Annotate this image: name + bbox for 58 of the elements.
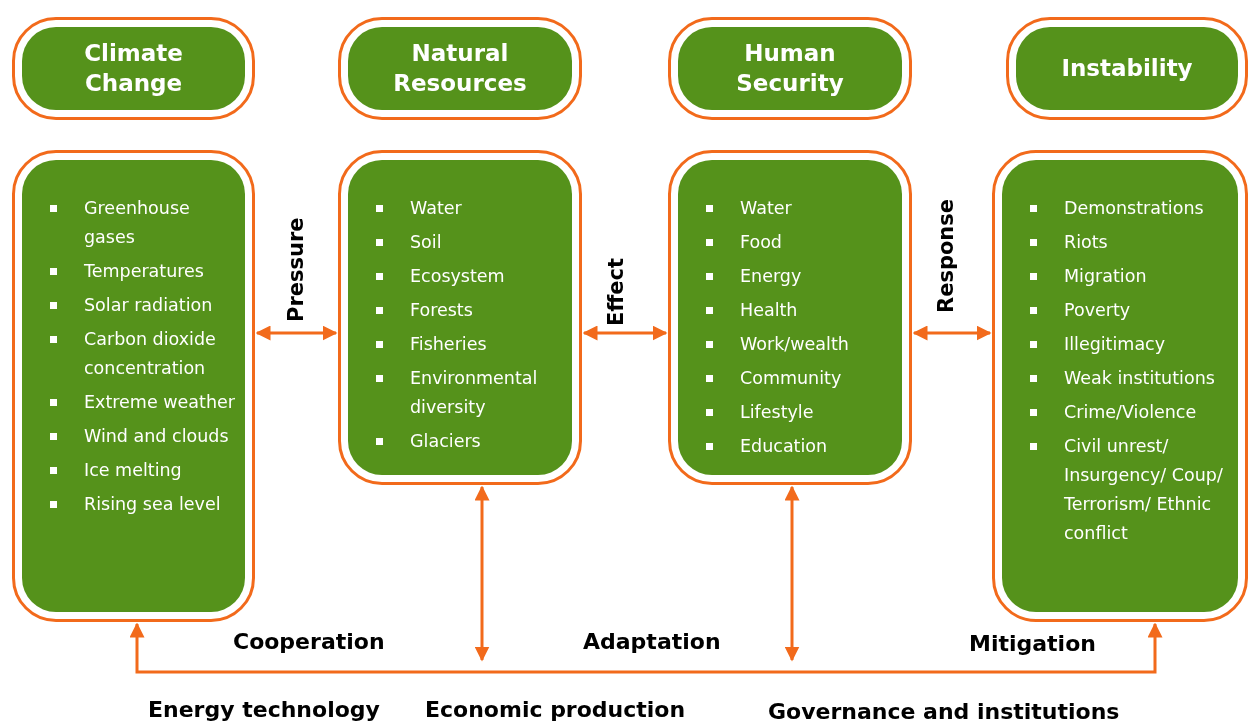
list-box	[338, 150, 582, 485]
list-item: Weak institutions	[1026, 364, 1230, 393]
category-title: Climate Change	[83, 38, 184, 98]
double-arrow	[912, 325, 992, 341]
double-arrow	[582, 325, 668, 341]
category-title: Natural Resources	[392, 38, 528, 98]
category-box	[1006, 17, 1248, 120]
list-item: Temperatures	[46, 257, 237, 286]
list-item: Rising sea level	[46, 490, 237, 519]
list-item: Ice melting	[46, 456, 237, 485]
category-title: Human Security	[735, 38, 845, 98]
list-item: Demonstrations	[1026, 194, 1230, 223]
list-item: Glaciers	[372, 427, 564, 456]
category-box	[668, 17, 912, 120]
list-item: Water	[372, 194, 564, 223]
list-item: Migration	[1026, 262, 1230, 291]
list-box	[992, 150, 1248, 622]
list-item: Water	[702, 194, 849, 223]
edge-label: Pressure	[284, 217, 308, 322]
list-box	[12, 150, 255, 622]
edge-label: Response	[934, 198, 958, 313]
list-item: Riots	[1026, 228, 1230, 257]
list-item: Illegitimacy	[1026, 330, 1230, 359]
category-box	[338, 17, 582, 120]
list-item: Fisheries	[372, 330, 564, 359]
double-arrow	[129, 622, 1163, 674]
list-item: Work/wealth	[702, 330, 849, 359]
list-item: Health	[702, 296, 849, 325]
list-box	[668, 150, 912, 485]
list-item: Solar radiation	[46, 291, 237, 320]
category-title: Instability	[1060, 53, 1194, 83]
strategy-label: Adaptation	[583, 629, 721, 654]
list-item: Education	[702, 432, 849, 461]
double-arrow	[255, 325, 338, 341]
list-item: Extreme weather	[46, 388, 237, 417]
strategy-label: Mitigation	[969, 631, 1096, 656]
list-item: Food	[702, 228, 849, 257]
list-item: Forests	[372, 296, 564, 325]
list-item: Community	[702, 364, 849, 393]
domain-label: Economic production	[425, 697, 686, 722]
list-item: Environmental diversity	[372, 364, 564, 422]
strategy-label: Cooperation	[233, 629, 385, 654]
list-item: Crime/Violence	[1026, 398, 1230, 427]
list-item: Energy	[702, 262, 849, 291]
list-item: Civil unrest/ Insurgency/ Coup/ Terrorism/ Ethnic conflict	[1026, 432, 1230, 548]
edge-label: Effect	[604, 257, 628, 326]
domain-label: Energy technology	[148, 697, 380, 722]
double-arrow	[474, 485, 490, 662]
domain-label: Governance and institutions	[768, 699, 1120, 724]
list-item: Ecosystem	[372, 262, 564, 291]
list-item: Wind and clouds	[46, 422, 237, 451]
category-box	[12, 17, 255, 120]
list-item: Soil	[372, 228, 564, 257]
list-item: Carbon dioxide concentration	[46, 325, 237, 383]
list-item: Greenhouse gases	[46, 194, 237, 252]
list-item: Poverty	[1026, 296, 1230, 325]
double-arrow	[784, 485, 800, 662]
list-item: Lifestyle	[702, 398, 849, 427]
